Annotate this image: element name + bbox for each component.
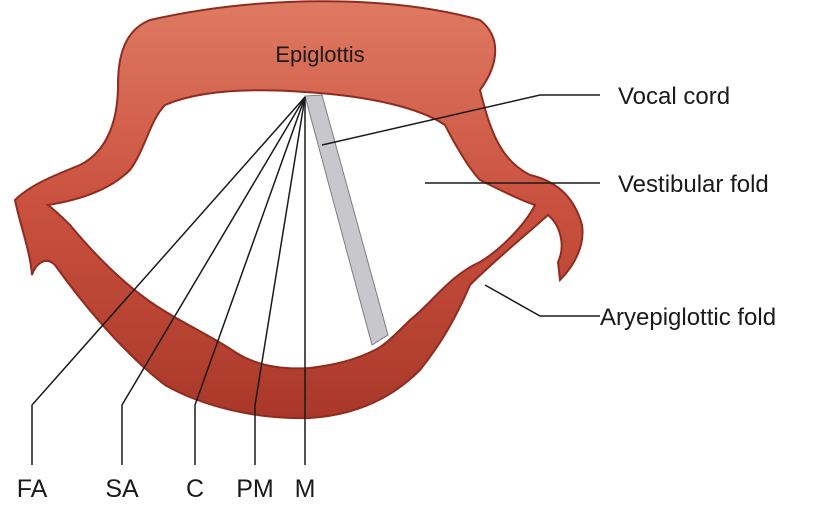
aryepiglottic-fold-leader-line xyxy=(485,285,600,316)
m-label: M xyxy=(295,475,316,503)
sa-label: SA xyxy=(105,475,139,503)
aryepiglottic-fold-label: Aryepiglottic fold xyxy=(600,304,776,331)
c-label: C xyxy=(186,475,204,503)
vocal-cord-label: Vocal cord xyxy=(618,83,730,110)
vestibular-fold-label: Vestibular fold xyxy=(618,171,769,198)
fa-label: FA xyxy=(17,475,48,503)
pm-label: PM xyxy=(236,475,274,503)
epiglottis-label: Epiglottis xyxy=(275,42,364,67)
